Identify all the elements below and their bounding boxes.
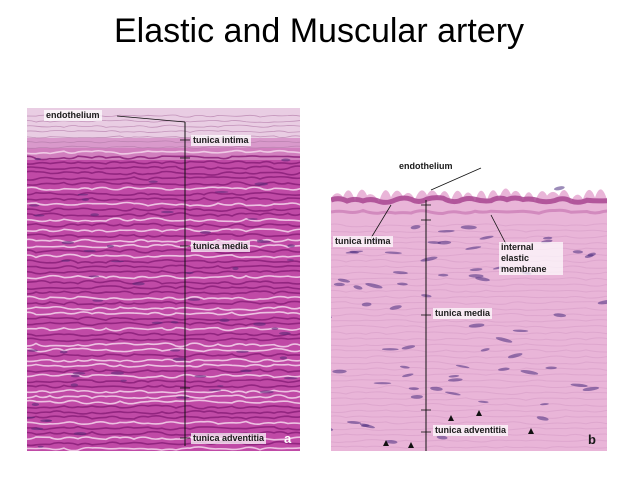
- slide-title: Elastic and Muscular artery: [113, 12, 525, 50]
- elastic-artery-tissue-image: [27, 108, 300, 451]
- muscular-artery-micrograph: endothelium tunica intima internal elast…: [331, 160, 607, 451]
- label-tunica-adventitia-a: tunica adventitia: [191, 433, 267, 444]
- elastic-artery-micrograph: endothelium tunica intima tunica media t…: [27, 108, 300, 451]
- label-tunica-intima-a: tunica intima: [191, 135, 251, 146]
- panel-letter-b: b: [588, 432, 596, 447]
- panel-letter-a: a: [284, 431, 292, 446]
- label-internal-elastic-membrane-b: internal elastic membrane: [499, 242, 563, 275]
- label-endothelium-a: endothelium: [44, 110, 102, 121]
- label-endothelium-b: endothelium: [397, 161, 455, 172]
- label-tunica-media-b: tunica media: [433, 308, 493, 319]
- label-tunica-media-a: tunica media: [191, 241, 251, 252]
- label-tunica-intima-b: tunica intima: [333, 236, 393, 247]
- muscular-artery-tissue-image: [331, 160, 607, 451]
- label-tunica-adventitia-b: tunica adventitia: [433, 425, 509, 436]
